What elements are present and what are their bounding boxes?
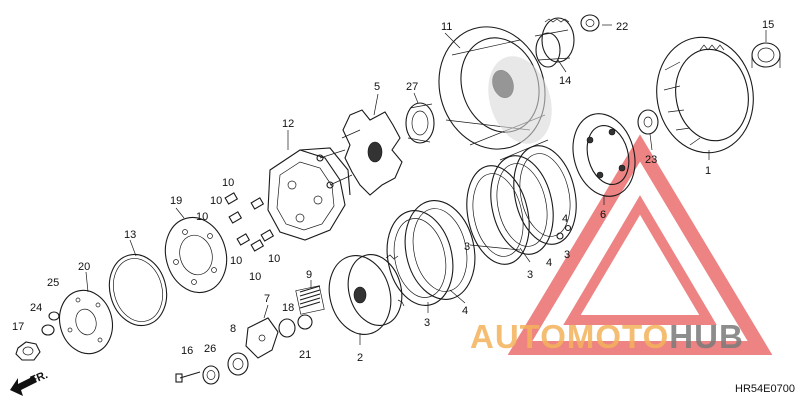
callout: 19	[170, 195, 182, 207]
part-drive-plate-2	[328, 254, 405, 335]
callout: 16	[181, 345, 193, 357]
callout: 17	[12, 321, 24, 333]
callout: 18	[282, 302, 294, 314]
callout: 10	[222, 177, 234, 189]
callout: 3	[564, 249, 570, 261]
callout: 4	[546, 257, 552, 269]
callout: 25	[47, 277, 59, 289]
callout: 7	[264, 293, 270, 305]
part-plate-19	[164, 216, 228, 294]
callout: 15	[762, 19, 774, 31]
part-washer-25	[48, 311, 60, 321]
part-primary-gear	[534, 17, 575, 68]
callout: 3	[424, 317, 430, 329]
callout: 13	[124, 229, 136, 241]
part-washer-21	[297, 314, 313, 330]
part-centrifugal-assembly-12	[267, 147, 351, 241]
callout: 2	[357, 352, 363, 364]
part-clutch-plates	[386, 139, 577, 306]
part-needle-bearing-27	[405, 102, 435, 144]
part-washer-23	[637, 109, 659, 135]
watermark-logo-mark	[507, 134, 773, 355]
part-bolt-16	[175, 371, 201, 383]
callout: 10	[249, 271, 261, 283]
part-washer-8	[227, 352, 249, 376]
watermark-text-auto: AUTOMOTO	[470, 318, 670, 355]
callout: 12	[282, 118, 294, 130]
direction-label: FR.	[29, 369, 50, 387]
callout: 6	[600, 209, 606, 221]
callout: 4	[462, 305, 468, 317]
callout: 27	[406, 81, 418, 93]
callout: 23	[645, 154, 657, 166]
callout: 10	[230, 255, 242, 267]
callout: 5	[374, 81, 380, 93]
arrow-left-icon	[10, 376, 37, 396]
part-clutch-outer	[438, 26, 552, 150]
callout: 1	[705, 165, 711, 177]
watermark-text: AUTOMOTOHUB	[470, 318, 744, 356]
callout: 10	[196, 211, 208, 223]
callout: 3	[464, 241, 470, 253]
part-washer-22	[580, 14, 600, 32]
callout: 14	[559, 75, 571, 87]
figure-code: HR54E0700	[735, 383, 795, 395]
part-collar-18	[278, 318, 296, 338]
part-clutch-center-5	[316, 109, 403, 196]
callout: 21	[299, 349, 311, 361]
part-washer-24	[41, 324, 55, 336]
callout: 3	[527, 269, 533, 281]
callout: 22	[616, 21, 628, 33]
part-spring-9	[295, 285, 325, 315]
callout: 26	[204, 343, 216, 355]
watermark-text-hub: HUB	[669, 318, 744, 355]
callout: 11	[441, 21, 452, 33]
callout: 8	[230, 323, 236, 335]
direction-indicator: FR.	[10, 369, 50, 396]
part-outer-basket-1	[656, 36, 754, 154]
part-ring-13	[108, 253, 168, 327]
part-plate-20	[59, 289, 113, 355]
part-bracket-7	[245, 317, 279, 359]
part-pressure-plate-6	[572, 113, 636, 197]
callout: 9	[306, 269, 312, 281]
callout: 4	[562, 213, 568, 225]
part-nut-17	[15, 341, 41, 361]
callout: 10	[210, 195, 222, 207]
leader-lines	[85, 24, 767, 345]
callout: 10	[268, 253, 280, 265]
part-springs-10	[224, 192, 275, 252]
callout-labels: 1 2 3 3 3 3 4 4 4 5 6 7 8 9 10 10 10 10 …	[12, 19, 774, 364]
callout: 20	[78, 261, 90, 273]
callout: 24	[30, 302, 42, 314]
part-bushing-15	[751, 42, 781, 68]
part-bearing-26	[202, 365, 220, 385]
